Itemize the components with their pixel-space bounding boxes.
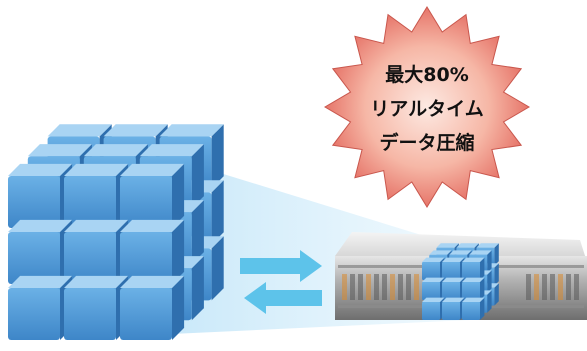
arrow-right-icon [240, 250, 322, 282]
cube-front [8, 176, 60, 228]
cube-front [462, 282, 480, 300]
cube-side [480, 257, 485, 280]
cube-front [120, 232, 172, 284]
badge-line-3: データ圧縮 [379, 132, 475, 154]
cube-top [83, 144, 148, 157]
cube-front [462, 262, 480, 280]
cube-top [476, 243, 499, 248]
cube-front [462, 302, 480, 320]
cube-side [494, 263, 499, 286]
cube-side [211, 180, 224, 245]
cube-top [139, 144, 204, 157]
cube-side [480, 277, 485, 300]
cube-front [442, 262, 460, 280]
cube-side [480, 297, 485, 320]
cube-top [449, 250, 472, 255]
cube-front [422, 262, 440, 280]
cube-top [462, 297, 485, 302]
cube-top [64, 219, 129, 232]
cube-top [422, 257, 445, 262]
cube-front [8, 288, 60, 340]
cube-top [456, 243, 479, 248]
cube-top [27, 144, 92, 157]
cube-top [159, 124, 224, 137]
starburst-icon [324, 6, 530, 208]
cube-top [64, 163, 129, 176]
cube-front [120, 288, 172, 340]
cube-top [462, 257, 485, 262]
cube-front [442, 302, 460, 320]
cube-top [462, 277, 485, 282]
cube-side [211, 124, 224, 189]
badge-text: 最大80% リアルタイム データ圧縮 [332, 58, 522, 160]
cube-top [120, 275, 185, 288]
cube-top [8, 275, 73, 288]
cube-top [103, 124, 168, 137]
cube-side [172, 219, 185, 284]
cube-grid-icon [422, 243, 499, 320]
cube-front [422, 302, 440, 320]
cube-top [422, 297, 445, 302]
cube-front [64, 288, 116, 340]
cube-top [64, 275, 129, 288]
cube-top [436, 243, 459, 248]
cube-front [422, 282, 440, 300]
cube-side [487, 270, 492, 293]
cube-front [8, 232, 60, 284]
cube-grid-icon [8, 124, 224, 340]
cube-side [191, 200, 204, 265]
cube-top [120, 219, 185, 232]
badge-line-1: 最大80% [385, 64, 469, 86]
cube-side [191, 144, 204, 209]
cube-side [172, 275, 185, 340]
cube-front [120, 176, 172, 228]
cube-top [8, 163, 73, 176]
cube-top [47, 124, 112, 137]
cube-side [172, 163, 185, 228]
cube-top [8, 219, 73, 232]
cube-side [487, 250, 492, 273]
arrow-left-icon [244, 282, 322, 314]
cube-top [442, 277, 465, 282]
cube-side [211, 236, 224, 301]
cube-top [469, 250, 492, 255]
cube-side [494, 243, 499, 266]
cube-front [442, 282, 460, 300]
badge-line-2: リアルタイム [370, 98, 484, 120]
cube-side [191, 256, 204, 321]
cube-front [64, 232, 116, 284]
cube-front [64, 176, 116, 228]
cube-top [422, 277, 445, 282]
cube-side [487, 290, 492, 313]
cube-top [120, 163, 185, 176]
cube-top [442, 257, 465, 262]
cube-top [442, 297, 465, 302]
cube-side [494, 283, 499, 306]
cube-top [429, 250, 452, 255]
